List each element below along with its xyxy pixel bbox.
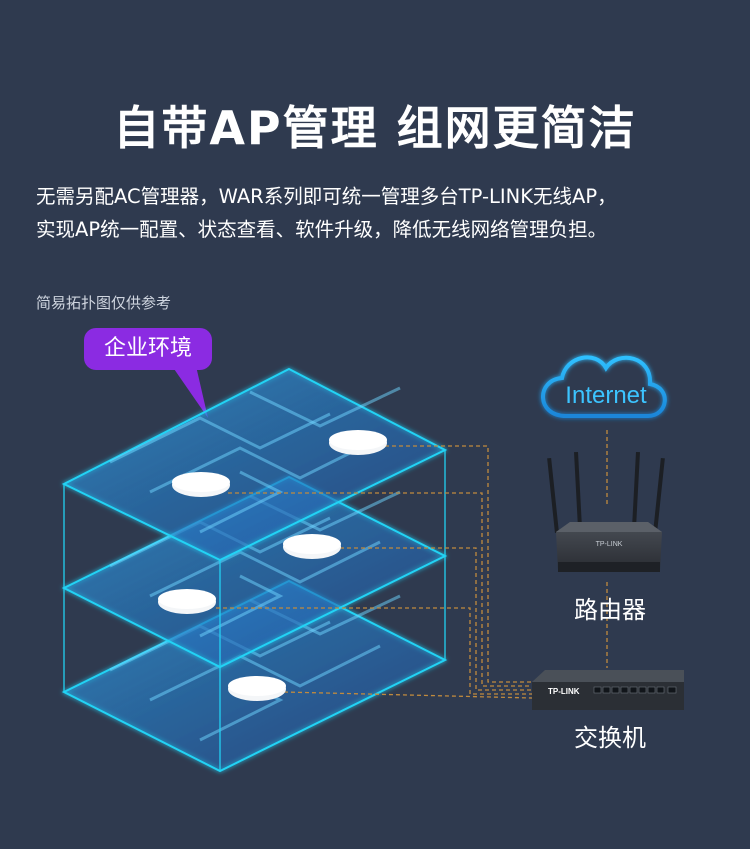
internet-label: Internet <box>565 382 647 409</box>
switch-brand: TP-LINK <box>548 687 580 696</box>
ethernet-cables <box>216 430 608 699</box>
page-title: 自带AP管理 组网更简洁 <box>113 101 637 155</box>
access-point-1 <box>329 430 387 455</box>
access-point-3 <box>283 534 341 559</box>
description-line-1: 无需另配AC管理器，WAR系列即可统一管理多台TP-LINK无线AP， <box>36 185 617 208</box>
router-icon: TP-LINK <box>547 451 665 572</box>
router-brand: TP-LINK <box>596 541 623 548</box>
internet-cloud-icon: Internet <box>541 355 667 418</box>
floor-3 <box>61 579 448 773</box>
switch-label: 交换机 <box>574 724 646 752</box>
enterprise-bubble: 企业环境 <box>84 328 212 370</box>
access-point-4 <box>158 589 216 614</box>
description: 无需另配AC管理器，WAR系列即可统一管理多台TP-LINK无线AP， 实现AP… <box>36 180 736 246</box>
floor-edges <box>63 450 446 771</box>
bubble-pointer <box>172 366 208 418</box>
topology-note: 简易拓扑图仅供参考 <box>36 294 172 312</box>
access-point-5 <box>228 676 286 701</box>
access-point-2 <box>172 472 230 497</box>
switch-icon: TP-LINK <box>532 670 684 710</box>
router-label: 路由器 <box>574 596 646 624</box>
description-line-2: 实现AP统一配置、状态查看、软件升级，降低无线网络管理负担。 <box>36 218 608 241</box>
